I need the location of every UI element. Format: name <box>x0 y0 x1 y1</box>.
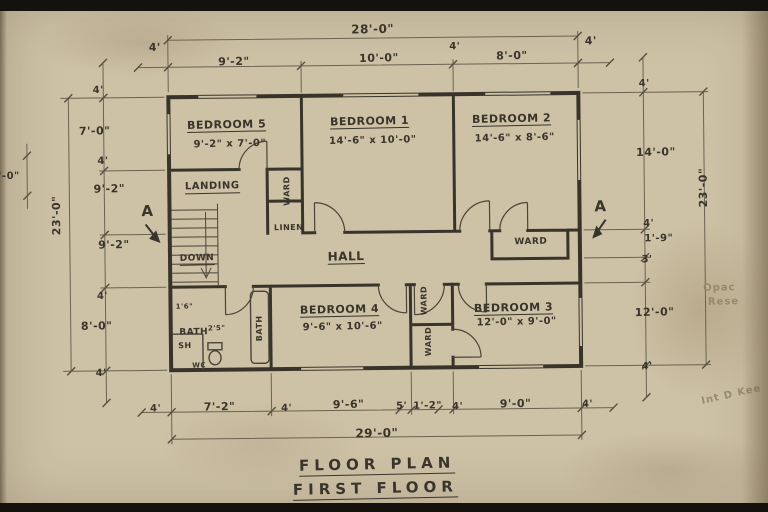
dim-top-eave-right: 4' <box>584 34 597 48</box>
photo-black-band-bottom <box>0 503 768 512</box>
stairs <box>171 203 219 287</box>
dim-bottom-eave-left: 4' <box>149 403 162 415</box>
dim-left-overall: 23'-0" <box>49 195 64 236</box>
room-label-bedroom5: BEDROOM 5 <box>186 117 267 133</box>
dim-left-mid2: 4' <box>96 290 109 303</box>
room-label-bedroom2: BEDROOM 2 <box>471 111 552 127</box>
window-symbols <box>166 91 583 371</box>
window-erase <box>166 90 584 372</box>
dim-bottom-seg-bed3: 9'-0" <box>499 396 532 411</box>
dim-right-seg-ward: 1'-9" <box>644 232 674 245</box>
bath-width-dim: 2'5" <box>207 324 226 333</box>
paper-edge-shadow-left <box>0 0 7 512</box>
dim-right-seg-bed2: 14'-0" <box>635 145 676 160</box>
dim-bottom-overall: 29'-0" <box>355 425 399 441</box>
dim-right-seg-hall: 3' <box>641 254 653 266</box>
dim-left-eave-bottom: 4' <box>95 367 107 380</box>
dim-bottom-seg-a: 5' <box>395 400 408 412</box>
dim-left-seg-landing: 9'-2" <box>93 182 126 196</box>
dim-right-overall: 23'-0" <box>696 167 711 208</box>
section-marker-a-right: A <box>594 197 607 216</box>
stair-label-down: DOWN <box>179 253 215 266</box>
dim-bottom-seg-bed4: 9'-6" <box>332 397 365 412</box>
room-label-bath: BATH <box>179 327 209 338</box>
room-label-hall: HALL <box>327 249 365 265</box>
dim-left-seg-stair: 9'-2" <box>97 237 130 252</box>
dim-top-seg-bed2: 8'-0" <box>496 48 528 63</box>
room-size-bedroom2: 14'-6" x 8'-6" <box>474 131 555 145</box>
room-label-bedroom3: BEDROOM 3 <box>473 300 554 316</box>
dim-bottom-seg-ward: 1'-2" <box>413 400 443 412</box>
pencil-note-line2: Rese <box>707 296 740 308</box>
section-marker-a-left: A <box>141 201 154 221</box>
closet-label-ward-b: WARD <box>423 326 434 357</box>
wc-cistern <box>207 341 223 351</box>
dim-top-mid: 4' <box>449 41 461 53</box>
paper-edge-shadow-right <box>742 0 768 512</box>
shower-cubicle <box>172 333 204 370</box>
bathtub-label: BATH <box>254 315 264 342</box>
dimension-ticks <box>22 31 711 444</box>
exterior-walls <box>166 90 584 373</box>
closet-label-ward-top: WARD <box>282 176 292 206</box>
shower-width-dim: 1'6" <box>175 302 194 311</box>
room-size-bedroom1: 14'-6" x 10'-0" <box>328 134 417 148</box>
closet-label-linen: LINEN <box>273 222 304 233</box>
dim-right-seg-bed3: 12'-0" <box>634 305 675 320</box>
room-label-landing: LANDING <box>184 180 240 195</box>
dimension-lines <box>26 30 712 445</box>
room-size-bedroom4: 9'-6" x 10'-6" <box>302 320 383 334</box>
title-floor-plan: FLOOR PLAN <box>298 453 456 477</box>
wc-label: WC <box>192 361 207 370</box>
shower-label: SH <box>178 340 192 351</box>
room-size-bedroom3: 12'-0" x 9'-0" <box>476 315 557 329</box>
dim-bottom-mid2: 4' <box>451 401 464 413</box>
bathtub-outline <box>249 290 270 365</box>
dim-top-seg-bed5: 9'-2" <box>218 54 250 69</box>
photo-black-band-top <box>0 0 768 11</box>
title-first-floor: FIRST FLOOR <box>292 477 459 501</box>
dim-bottom-seg-bath: 7'-2" <box>203 399 236 414</box>
dim-bottom-eave-right: 4' <box>581 398 594 410</box>
dim-top-seg-bed1: 10'-0" <box>358 51 399 65</box>
dim-right-mid: 4' <box>643 218 655 230</box>
room-label-bedroom1: BEDROOM 1 <box>329 113 410 130</box>
dim-left-mid: 4' <box>97 155 109 168</box>
dim-right-eave-top: 4' <box>638 78 650 90</box>
bathroom-fixtures <box>172 290 270 370</box>
closet-label-ward-bed2: WARD <box>514 236 548 248</box>
dim-left-seg-bed5: 7'-0" <box>78 124 111 138</box>
interior-walls <box>167 92 582 371</box>
pencil-note-line1: Opac <box>703 282 736 294</box>
dim-left-seg-bath: 8'-0" <box>80 319 113 333</box>
section-arrows <box>144 219 607 244</box>
dim-left-eave-top: 4' <box>92 84 104 97</box>
room-size-bedroom5: 9'-2" x 7'-0" <box>193 137 267 151</box>
closet-label-ward-a: WARD <box>419 285 429 316</box>
stair-down-arrow <box>200 211 212 279</box>
dim-top-overall: 28'-0" <box>350 21 395 37</box>
wc-pan <box>208 350 222 366</box>
dim-bottom-mid1: 4' <box>280 402 293 415</box>
dim-top-eave-left: 4' <box>148 40 161 55</box>
room-label-bedroom4: BEDROOM 4 <box>299 302 380 318</box>
door-swings <box>224 140 529 358</box>
dim-right-eave-bottom: 4' <box>641 361 653 373</box>
